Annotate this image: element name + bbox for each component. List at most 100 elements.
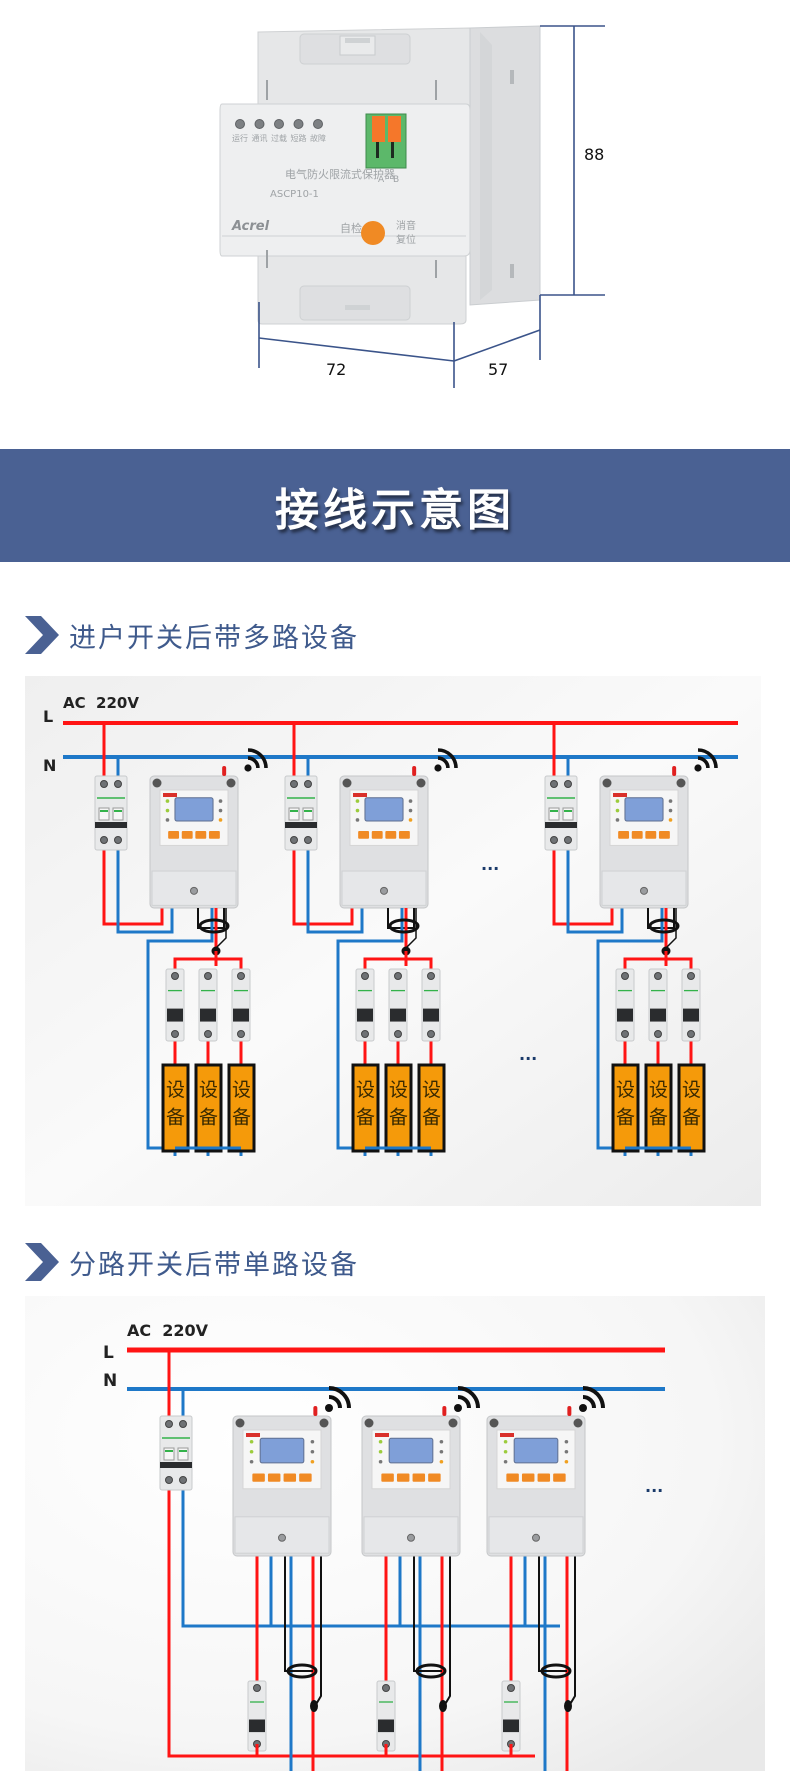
protector-led [218,799,223,803]
protector-key [252,1473,265,1482]
terminal-label-a: A [378,175,385,185]
terminal-label-b: B [393,175,399,185]
load-box [351,1063,380,1153]
protector-lcd-screen [624,797,664,822]
breaker-indicator [100,810,108,812]
load-label: 设 [422,1079,441,1101]
chevron-right-icon [25,1243,59,1281]
protector-led [439,1439,444,1444]
breaker-terminal-screw [654,972,662,980]
protector-key [195,831,207,839]
protector-screw [532,1533,540,1542]
load-label: 设 [232,1079,251,1101]
fire-protector-device [339,766,429,909]
load-label: 备 [389,1106,408,1128]
breaker-terminal-screw [165,1476,173,1484]
protector-key [385,831,397,839]
load-box [161,1063,190,1153]
load-label: 备 [682,1106,701,1128]
ct-signal-wire [538,1556,567,1672]
breaker-terminal-screw [290,780,298,788]
single-pole-breaker [421,968,441,1042]
protector-key [168,831,180,839]
protector-led [165,799,170,803]
load-label: 备 [616,1106,635,1128]
junction-dot [564,1700,572,1712]
protector-key [658,831,670,839]
protector-brand-logo [163,793,177,797]
protector-led [408,808,413,813]
protector-brand-logo [246,1433,260,1437]
protector-screw [407,1533,415,1542]
protector-key [381,1473,394,1482]
load-device-box: 设备 [194,1063,223,1153]
protector-lower-cover [601,870,687,906]
dimension-width: 72 [326,360,346,379]
protector-led [165,818,170,822]
protector-led [165,808,170,813]
breaker-body [94,775,128,851]
breaker-indicator [290,810,298,812]
breaker-terminal-screw [687,972,695,980]
protector-key [631,831,643,839]
protector-corner-screw [448,1418,458,1428]
protector-led [564,1449,569,1454]
protector-circuit [486,1386,605,1771]
antenna-icon [672,766,677,776]
single-pole-breaker [247,1680,267,1752]
led-indicator [274,119,284,129]
section1-heading: 进户开关后带多路设备 [25,615,359,655]
breaker-handle [390,1008,406,1022]
load-box [417,1063,446,1153]
breaker-handle [167,1008,183,1022]
junction-dot [439,1700,447,1712]
breaker-toggle [98,807,110,821]
live-branch [173,957,243,976]
breaker-toggle [112,807,124,821]
protector-corner-screw [416,778,426,788]
breaker-indicator [114,810,122,812]
current-transformer-ring [198,918,230,934]
breaker-terminal-screw [621,1030,629,1038]
fire-protector-device [361,1406,461,1557]
breaker-body [284,775,318,851]
load-label: 备 [232,1106,251,1128]
breaker-body [159,1415,193,1491]
protector-corner-screw [152,778,162,788]
protector-led [668,818,673,822]
load-label: 备 [356,1106,375,1128]
breaker-body [421,968,441,1042]
breaker-terminal-screw [179,1476,187,1484]
led-label: 故障 [310,133,326,143]
live-feed [552,840,614,926]
breaker-terminal-screw [114,836,122,844]
breaker-toggle [548,807,560,821]
wireless-arc [247,748,268,769]
wireless-dot [434,764,442,772]
reset-label-2: 复位 [396,233,416,246]
protector-led [564,1459,569,1464]
load-label: 设 [616,1079,635,1101]
protector-key [267,1473,281,1482]
load-box [611,1063,640,1153]
protector-circuit [361,1386,480,1771]
led-label: 通讯 [252,133,268,143]
load-device-box: 设备 [677,1063,706,1153]
protector-lcd-screen [388,1437,434,1464]
antenna-icon [442,1406,447,1416]
protector-brand-logo [500,1433,514,1437]
load-label: 设 [199,1079,218,1101]
section2-heading: 分路开关后带单路设备 [25,1242,359,1282]
protector-key [645,831,657,839]
breaker-body [388,968,408,1042]
current-transformer-ring [648,918,680,934]
section-banner: 接线示意图 [0,449,790,562]
two-pole-breaker [94,775,128,851]
protector-corner-screw [342,778,352,788]
load-box [227,1063,256,1153]
protector-key [412,1473,426,1482]
wireless-arc [457,1395,471,1409]
wireless-signal-icon [579,1386,605,1412]
breaker-handle [423,1008,439,1022]
protector-corner-screw [602,778,612,788]
